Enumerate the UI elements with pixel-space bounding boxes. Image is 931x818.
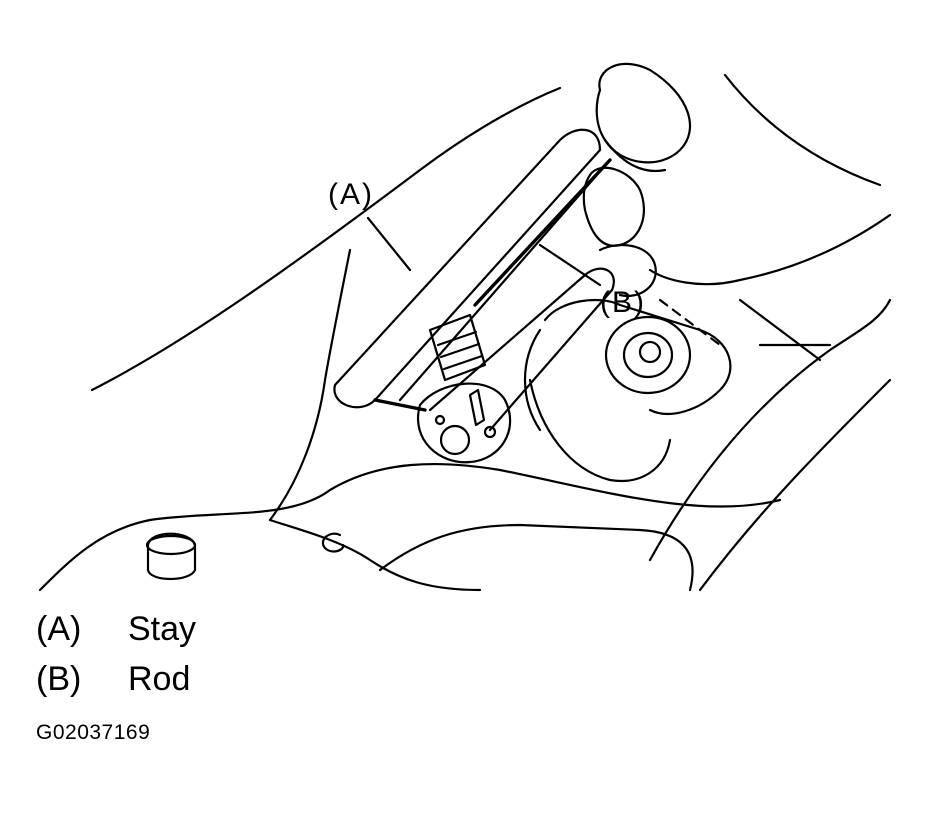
figure-reference-code: G02037169 bbox=[36, 721, 151, 744]
chassis-right-rail bbox=[648, 298, 892, 562]
glove-finger-2 bbox=[598, 243, 657, 298]
leader-line-b-dashed bbox=[658, 298, 722, 347]
glove-fold bbox=[603, 138, 667, 173]
rod-shaft-2 bbox=[524, 328, 542, 432]
rod-bushing-inner bbox=[622, 331, 674, 379]
chassis-frame-2 bbox=[268, 518, 482, 592]
legend-key: (B) bbox=[36, 660, 82, 698]
callout-b-label: (B) bbox=[600, 286, 646, 319]
legend-text: Rod bbox=[128, 660, 191, 698]
callout-a-label: (A) bbox=[328, 178, 374, 211]
chassis-floor bbox=[378, 523, 694, 592]
leader-line-b bbox=[538, 243, 602, 287]
body-panel-outline bbox=[90, 86, 562, 392]
rod-shaft bbox=[528, 378, 672, 483]
upper-glove bbox=[595, 62, 692, 164]
wrench-handle bbox=[428, 267, 615, 432]
stay-bar-thick-edge-2 bbox=[473, 158, 612, 307]
stay-mount-plate bbox=[428, 313, 487, 382]
stay-bar bbox=[333, 128, 602, 409]
rod-body bbox=[543, 298, 732, 415]
frame-hole bbox=[321, 532, 345, 553]
body-panel-outline-2 bbox=[268, 248, 352, 522]
wrench-pin-2 bbox=[434, 414, 446, 426]
stay-rod-illustration bbox=[38, 62, 892, 592]
legend-text: Stay bbox=[128, 610, 197, 648]
leader-line-a bbox=[366, 216, 412, 272]
wrench-slot bbox=[468, 388, 486, 427]
stay-mount-hatch bbox=[436, 330, 484, 371]
right-cover-curve bbox=[723, 73, 882, 187]
stay-bar-thick-edge bbox=[373, 398, 427, 412]
rod-bolt bbox=[638, 340, 662, 364]
wrench-pin bbox=[483, 425, 497, 439]
legend-key: (A) bbox=[36, 610, 82, 648]
rod-bushing bbox=[604, 315, 692, 395]
wrench-hole bbox=[439, 424, 471, 456]
right-cover-curve-2 bbox=[648, 213, 892, 286]
wrench-head bbox=[417, 382, 512, 464]
chassis-right-rail-2 bbox=[698, 378, 892, 592]
chassis-bracket bbox=[738, 298, 832, 362]
chassis-frame bbox=[38, 462, 782, 592]
mount-boss bbox=[146, 532, 197, 580]
mount-boss-top bbox=[145, 534, 197, 556]
